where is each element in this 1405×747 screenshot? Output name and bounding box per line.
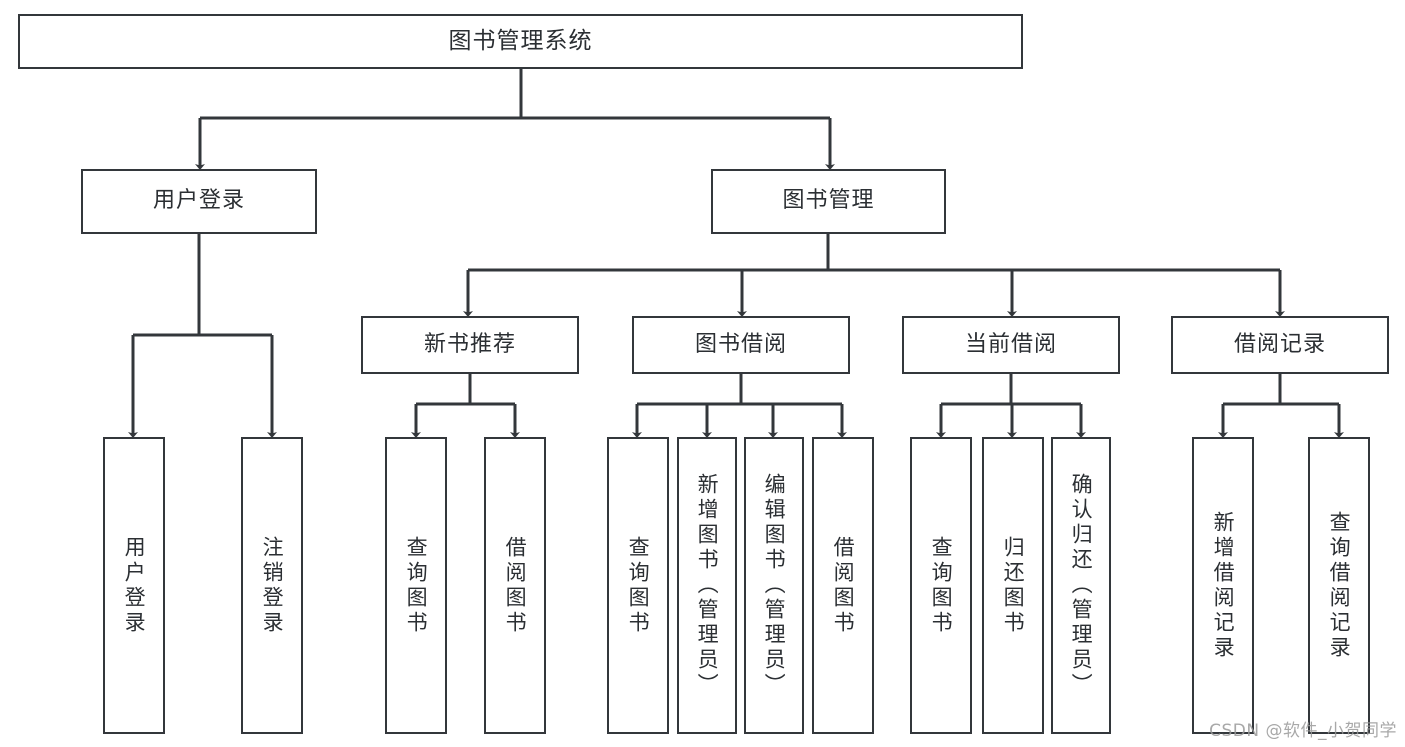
- node-label-leaf-cur-confirm: 确认归还（管理员）: [1069, 473, 1094, 698]
- node-label-root: 图书管理系统: [448, 27, 593, 54]
- node-leaf-rec-search[interactable]: 查询借阅记录: [1308, 437, 1370, 734]
- node-leaf-borrow-edit[interactable]: 编辑图书（管理员）: [744, 437, 804, 734]
- node-label-leaf-borrow-query: 查询图书: [626, 535, 651, 636]
- node-label-leaf-rec-borrow: 借阅图书: [503, 535, 528, 636]
- node-root[interactable]: 图书管理系统: [18, 14, 1023, 69]
- node-new-book-rec[interactable]: 新书推荐: [361, 316, 579, 374]
- node-label-leaf-cur-query: 查询图书: [929, 535, 954, 636]
- connector-layer: [128, 69, 1344, 438]
- node-label-leaf-borrow-lend: 借阅图书: [831, 535, 856, 636]
- node-leaf-cur-confirm[interactable]: 确认归还（管理员）: [1051, 437, 1111, 734]
- node-label-leaf-borrow-edit: 编辑图书（管理员）: [762, 473, 787, 698]
- node-label-leaf-user-logout: 注销登录: [260, 535, 285, 636]
- node-book-borrow[interactable]: 图书借阅: [632, 316, 850, 374]
- node-label-user-login: 用户登录: [152, 188, 245, 214]
- node-label-borrow-record: 借阅记录: [1233, 331, 1326, 357]
- node-leaf-cur-return[interactable]: 归还图书: [982, 437, 1044, 734]
- node-label-leaf-user-login: 用户登录: [122, 535, 147, 636]
- node-borrow-record[interactable]: 借阅记录: [1171, 316, 1389, 374]
- node-label-new-book-rec: 新书推荐: [423, 331, 516, 357]
- node-leaf-user-logout[interactable]: 注销登录: [241, 437, 303, 734]
- node-leaf-user-login[interactable]: 用户登录: [103, 437, 165, 734]
- node-leaf-rec-borrow[interactable]: 借阅图书: [484, 437, 546, 734]
- node-label-current-borrow: 当前借阅: [964, 331, 1057, 357]
- node-leaf-rec-query[interactable]: 查询图书: [385, 437, 447, 734]
- node-label-book-manage: 图书管理: [782, 188, 875, 214]
- node-leaf-borrow-add[interactable]: 新增图书（管理员）: [677, 437, 737, 734]
- node-label-leaf-rec-search: 查询借阅记录: [1327, 510, 1352, 661]
- node-book-manage[interactable]: 图书管理: [711, 169, 946, 234]
- node-user-login[interactable]: 用户登录: [81, 169, 317, 234]
- node-label-book-borrow: 图书借阅: [694, 331, 787, 357]
- node-current-borrow[interactable]: 当前借阅: [902, 316, 1120, 374]
- node-leaf-cur-query[interactable]: 查询图书: [910, 437, 972, 734]
- node-label-leaf-borrow-add: 新增图书（管理员）: [695, 473, 720, 698]
- node-leaf-borrow-lend[interactable]: 借阅图书: [812, 437, 874, 734]
- node-label-leaf-cur-return: 归还图书: [1001, 535, 1026, 636]
- node-leaf-borrow-query[interactable]: 查询图书: [607, 437, 669, 734]
- node-label-leaf-rec-add: 新增借阅记录: [1211, 510, 1236, 661]
- node-leaf-rec-add[interactable]: 新增借阅记录: [1192, 437, 1254, 734]
- node-label-leaf-rec-query: 查询图书: [404, 535, 429, 636]
